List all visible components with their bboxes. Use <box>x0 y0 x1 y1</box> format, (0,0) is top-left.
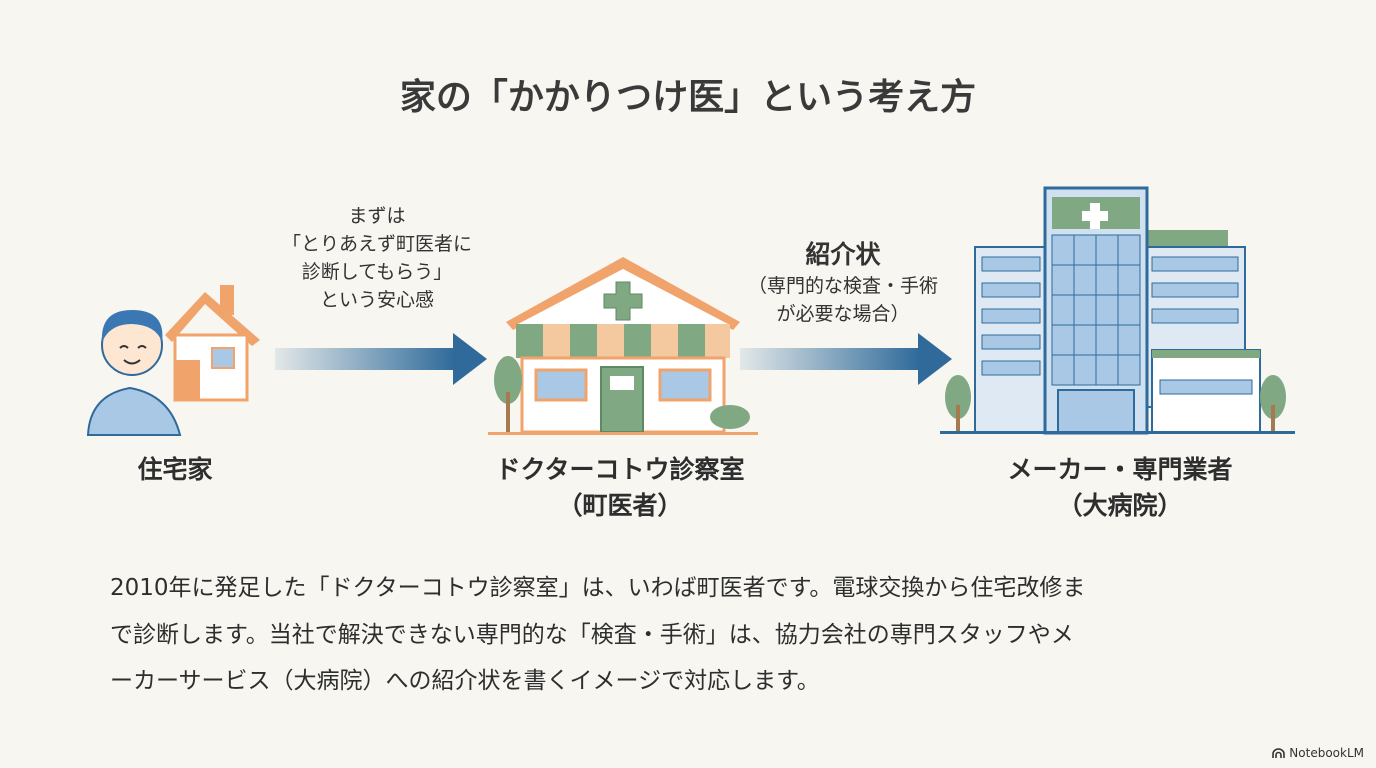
page-title: 家の「かかりつけ医」という考え方 <box>399 77 977 118</box>
node-label-homeowner: 住宅家 <box>95 452 255 488</box>
arrow-right-icon <box>740 333 952 385</box>
arrow1-caption: まずは 「とりあえず町医者に 診断してもらう」 という安心感 <box>262 202 492 314</box>
label-line: ドクターコトウ診察室 <box>495 455 745 484</box>
description-line: ーカーサービス（大病院）への紹介状を書くイメージで対応します。 <box>110 668 820 694</box>
description-line: で診断します。当社で解決できない専門的な「検査・手術」は、協力会社の専門スタッフ… <box>110 622 1074 648</box>
arrow2-caption: 紹介状 （専門的な検査・手術 が必要な場合） <box>738 238 948 328</box>
homeowner-house-illustration <box>86 285 260 436</box>
label-line: 住宅家 <box>137 455 213 484</box>
brand-watermark: NotebookLM <box>1272 746 1364 760</box>
caption-heading: 紹介状 <box>805 240 881 269</box>
hospital-illustration <box>940 186 1295 435</box>
arrow-right-icon <box>275 333 487 385</box>
brand-label: NotebookLM <box>1289 746 1364 760</box>
person-icon <box>86 310 182 436</box>
caption-line: 診断してもらう」 <box>301 261 453 283</box>
label-line: （町医者） <box>557 491 683 520</box>
caption-line: が必要な場合） <box>776 303 910 325</box>
house-icon <box>165 285 260 402</box>
label-line: メーカー・専門業者 <box>1007 455 1233 484</box>
notebooklm-logo-icon <box>1272 748 1286 758</box>
node-label-maker: メーカー・専門業者 （大病院） <box>960 452 1280 524</box>
caption-line: まずは <box>348 205 406 227</box>
label-line: （大病院） <box>1057 491 1183 520</box>
description-line: 2010年に発足した「ドクターコトウ診察室」は、いわば町医者です。電球交換から住… <box>110 575 1086 601</box>
caption-line: 「とりあえず町医者に <box>281 233 472 255</box>
clinic-illustration <box>488 257 758 435</box>
caption-line: という安心感 <box>319 289 434 311</box>
caption-line: （専門的な検査・手術 <box>747 275 938 297</box>
node-label-clinic: ドクターコトウ診察室 （町医者） <box>460 452 780 524</box>
